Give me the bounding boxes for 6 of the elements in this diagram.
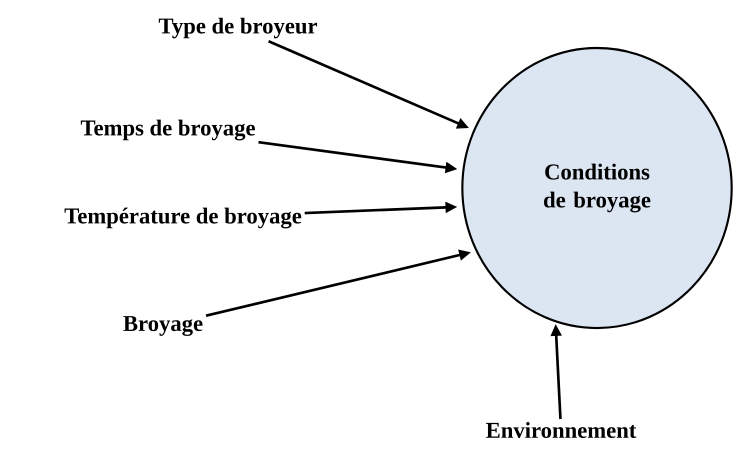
ellipse-node: Conditions de broyage — [461, 46, 733, 330]
factor-label: Broyage — [123, 316, 202, 336]
factor-label: Temps de broyage — [80, 120, 255, 140]
factor-label: Environnement — [486, 422, 636, 438]
factor-label: Température de broyage — [64, 208, 302, 228]
factor-label: Type de broyeur — [158, 18, 318, 38]
